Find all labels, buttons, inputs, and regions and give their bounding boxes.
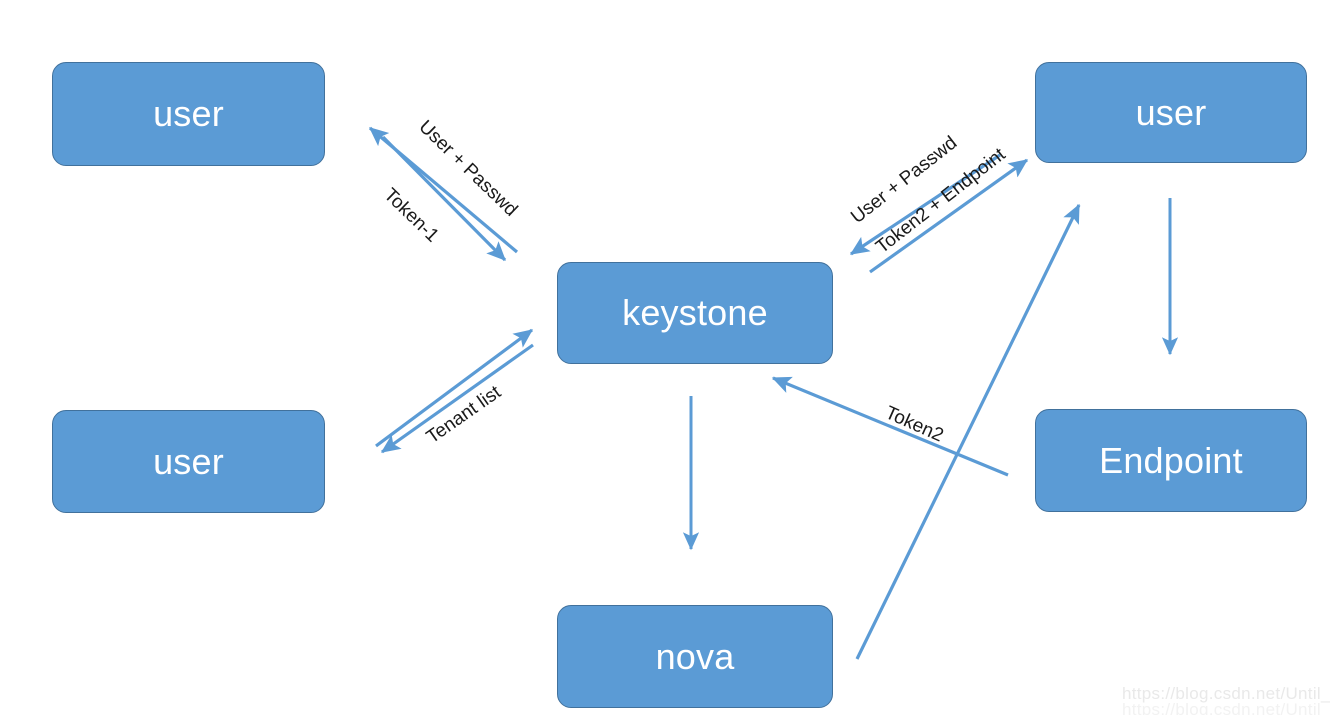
node-label-nova: nova [655, 635, 735, 677]
edge-token2-endpoint-to-keystone [771, 376, 1009, 477]
node-endpoint[interactable]: Endpoint [1035, 409, 1307, 512]
edge-tenant-list-down [380, 343, 534, 454]
watermark-url-secondary: https://blog.csdn.net/Until_U [1122, 700, 1330, 715]
edge-label-token2: Token2 [882, 402, 947, 446]
node-user-bottom-left[interactable]: user [52, 410, 325, 513]
node-label-user-bottom-left: user [153, 440, 224, 482]
node-label-user-top-left: user [153, 93, 224, 134]
edge-label-token-1: Token-1 [380, 184, 443, 246]
edge-nova-to-user [855, 203, 1081, 660]
node-label-endpoint: Endpoint [1099, 439, 1243, 481]
node-nova[interactable]: nova [557, 605, 833, 708]
node-keystone[interactable]: keystone [557, 262, 833, 364]
node-label-user-top-right: user [1135, 91, 1207, 133]
edge-label-user-passwd-left: User + Passwd [415, 116, 522, 220]
watermark-url: https://blog.csdn.net/Until_U [1122, 684, 1330, 703]
edge-label-user-passwd-right: User + Passwd [847, 132, 961, 228]
edge-token-1-up [368, 126, 519, 254]
node-user-top-right[interactable]: user [1035, 62, 1307, 163]
edge-token2-endpoint-up [869, 158, 1029, 274]
edge-tenant-list-up [375, 328, 534, 448]
edge-user-passwd-right-down [849, 153, 1001, 256]
node-label-keystone: keystone [622, 292, 768, 333]
node-user-top-left[interactable]: user [52, 62, 325, 166]
